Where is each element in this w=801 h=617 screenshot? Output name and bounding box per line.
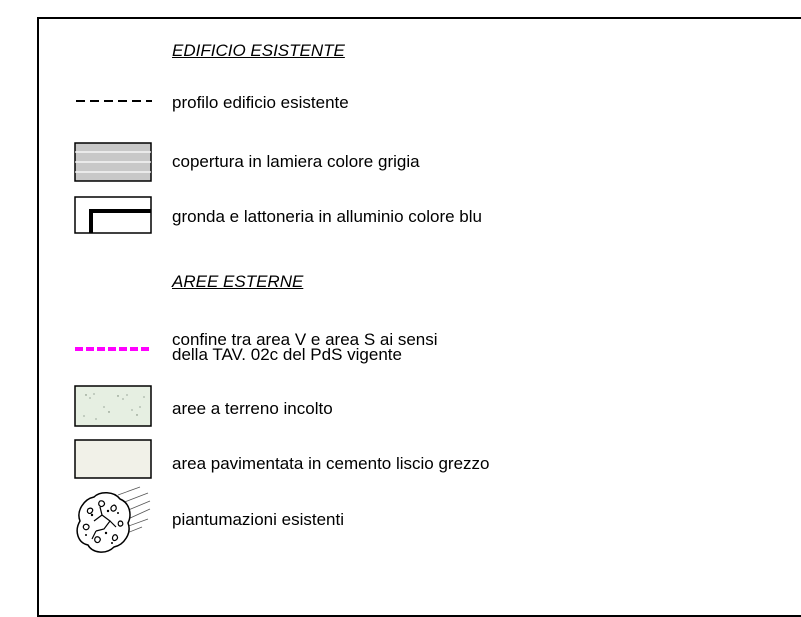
label-gronda: gronda e lattoneria in alluminio colore …: [172, 207, 482, 226]
gutter-symbol: [74, 196, 152, 234]
pavement-symbol: [74, 439, 152, 479]
label-piantumazioni: piantumazioni esistenti: [172, 510, 344, 529]
grey-roof-symbol: [74, 142, 152, 182]
terrain-symbol: [74, 385, 152, 427]
magenta-boundary-symbol: [74, 344, 152, 354]
label-confine-line2: della TAV. 02c del PdS vigente: [172, 345, 402, 364]
tree-icon: [70, 485, 151, 557]
heading-aree-esterne: AREE ESTERNE: [172, 272, 304, 291]
heading-edificio-esistente: EDIFICIO ESISTENTE: [172, 41, 345, 60]
label-terreno-incolto: aree a terreno incolto: [172, 399, 333, 418]
label-profilo-edificio: profilo edificio esistente: [172, 93, 349, 112]
label-area-pavimentata: area pavimentata in cemento liscio grezz…: [172, 454, 490, 473]
dashed-line-symbol: [74, 96, 152, 106]
label-copertura: copertura in lamiera colore grigia: [172, 152, 420, 171]
label-confine-line1: confine tra area V e area S ai sensi: [172, 330, 438, 349]
